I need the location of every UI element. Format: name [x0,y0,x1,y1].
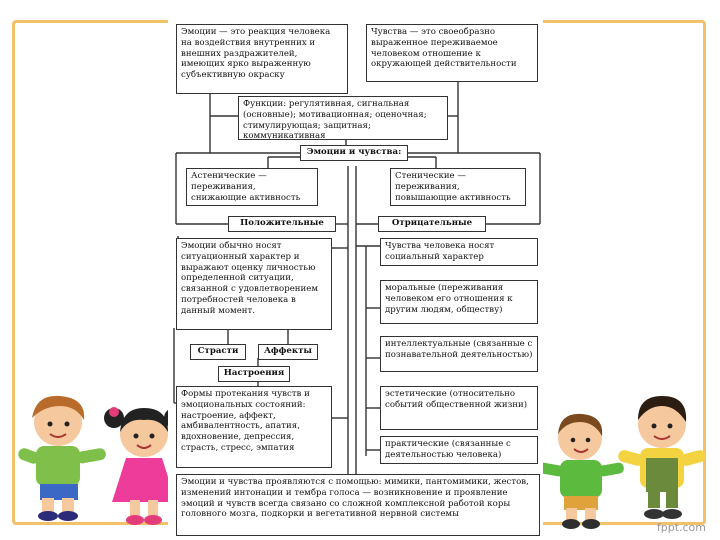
functions-box: Функции: регулятивная, сигнальная (основ… [238,96,448,140]
intellectual-feelings-box: интеллектуальные (связанные с познавател… [380,336,538,372]
emotions-situational-box: Эмоции обычно носят ситуационный характе… [176,238,332,330]
affects-box: Аффекты [258,344,318,360]
moral-feelings-box: моральные (переживания человеком его отн… [380,280,538,324]
positive-box: Положительные [228,216,336,232]
practical-feelings-box: практические (связанные с деятельностью … [380,436,538,464]
feelings-social-box: Чувства человека носят социальный характ… [380,238,538,266]
moods-box: Настроения [218,366,290,382]
boy-green-shirt-icon [10,392,110,522]
center-emotions-feelings-box: Эмоции и чувства: [300,145,408,161]
boy-overalls-icon [612,392,712,527]
passions-box: Страсти [190,344,246,360]
manifestation-box: Эмоции и чувства проявляются с помощью: … [176,474,540,536]
feelings-definition-box: Чувства — это своеобразно выраженное пер… [366,24,538,82]
negative-box: Отрицательные [378,216,486,232]
aesthetic-feelings-box: эстетические (относительно событий общес… [380,386,538,430]
watermark: fppt.com [657,521,706,534]
forms-box: Формы протекания чувств и эмоциональных … [176,386,332,468]
sthenic-box: Стенические — переживания, повышающие ак… [390,168,526,206]
emotions-definition-box: Эмоции — это реакция человека на воздейс… [176,24,348,94]
emotions-feelings-diagram: Эмоции — это реакция человека на воздейс… [168,18,543,540]
asthenic-box: Астенические — переживания, снижающие ак… [186,168,318,206]
